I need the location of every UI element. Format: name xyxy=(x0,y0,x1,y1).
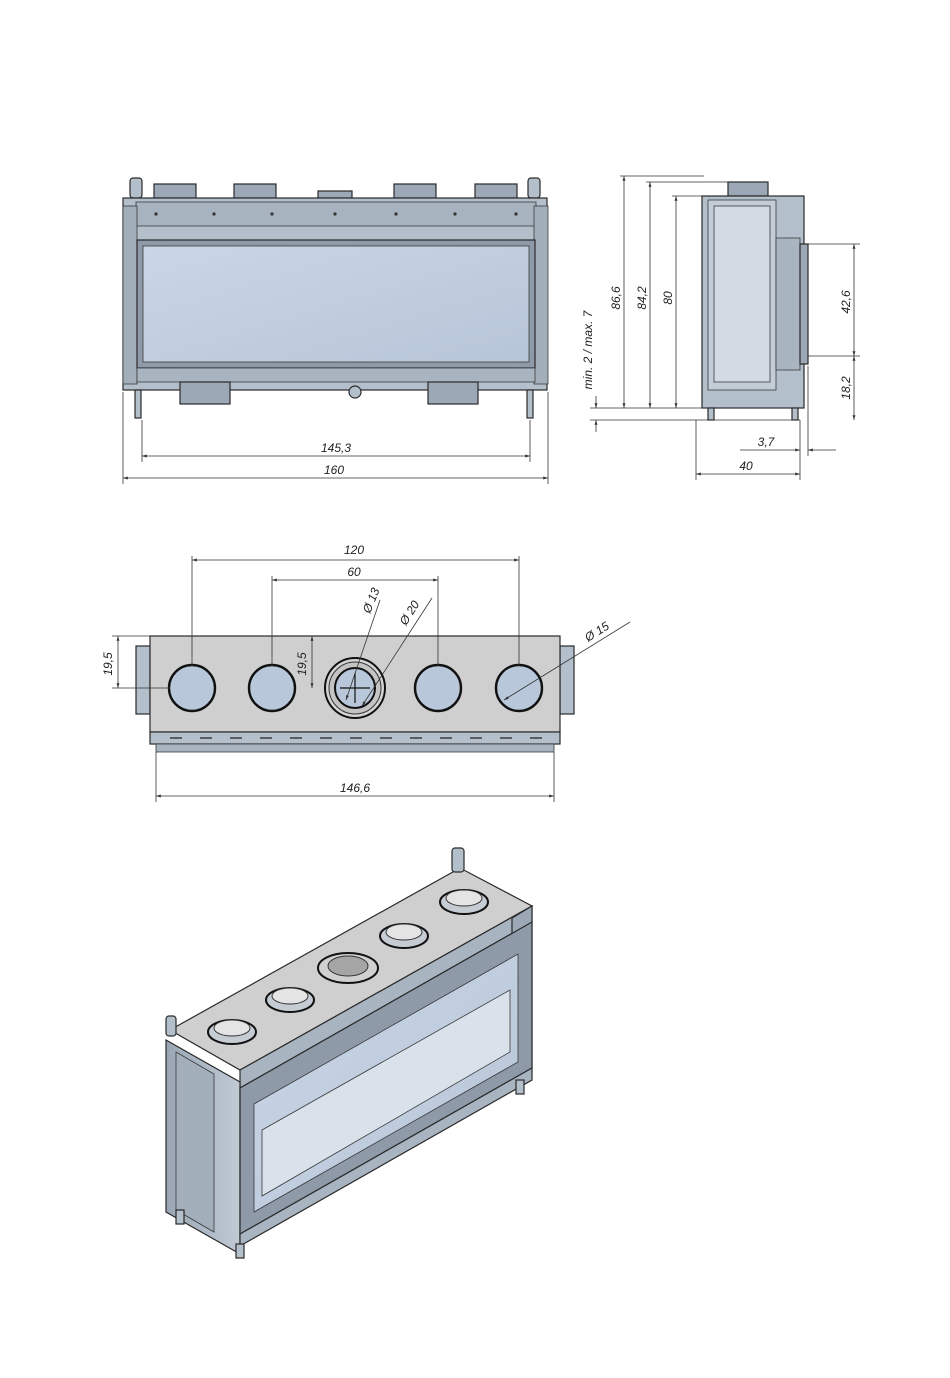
side-base-offset-label: min. 2 / max. 7 xyxy=(581,309,595,389)
side-depth-label: 40 xyxy=(739,459,753,473)
top-inner-spacing-label: 60 xyxy=(347,565,361,579)
side-frame xyxy=(800,244,808,364)
side-frame-depth-label: 3,7 xyxy=(758,435,776,449)
front-view: 145,3 160 xyxy=(123,178,548,484)
top-view: 120 60 Ø 13 Ø 20 Ø 15 19,5 19,5 146,6 xyxy=(101,543,630,802)
front-width-total-label: 160 xyxy=(324,463,344,477)
front-width-inner-label: 145,3 xyxy=(321,441,351,455)
top-dia-inner-label: Ø 13 xyxy=(359,585,382,616)
side-frame-base-label: 18,2 xyxy=(839,376,853,400)
top-width-label: 146,6 xyxy=(340,781,370,795)
side-frame-height-label: 42,6 xyxy=(839,290,853,314)
top-outer-spacing-label: 120 xyxy=(344,543,364,557)
side-height-total-label: 86,6 xyxy=(609,286,623,310)
top-dia-outlet-label: Ø 15 xyxy=(581,619,612,645)
top-dia-outer-label: Ø 20 xyxy=(396,598,422,629)
top-edge-offset-center-label: 19,5 xyxy=(295,652,309,676)
side-height-body-label: 80 xyxy=(661,291,675,305)
side-view: 86,6 84,2 80 min. 2 / max. 7 42,6 18,2 3… xyxy=(581,176,860,480)
side-height-outlet-label: 84,2 xyxy=(635,286,649,310)
front-outlet-collars xyxy=(130,178,540,198)
front-glass xyxy=(143,246,529,362)
isometric-view xyxy=(166,848,532,1258)
top-edge-offset-left-label: 19,5 xyxy=(101,652,115,676)
